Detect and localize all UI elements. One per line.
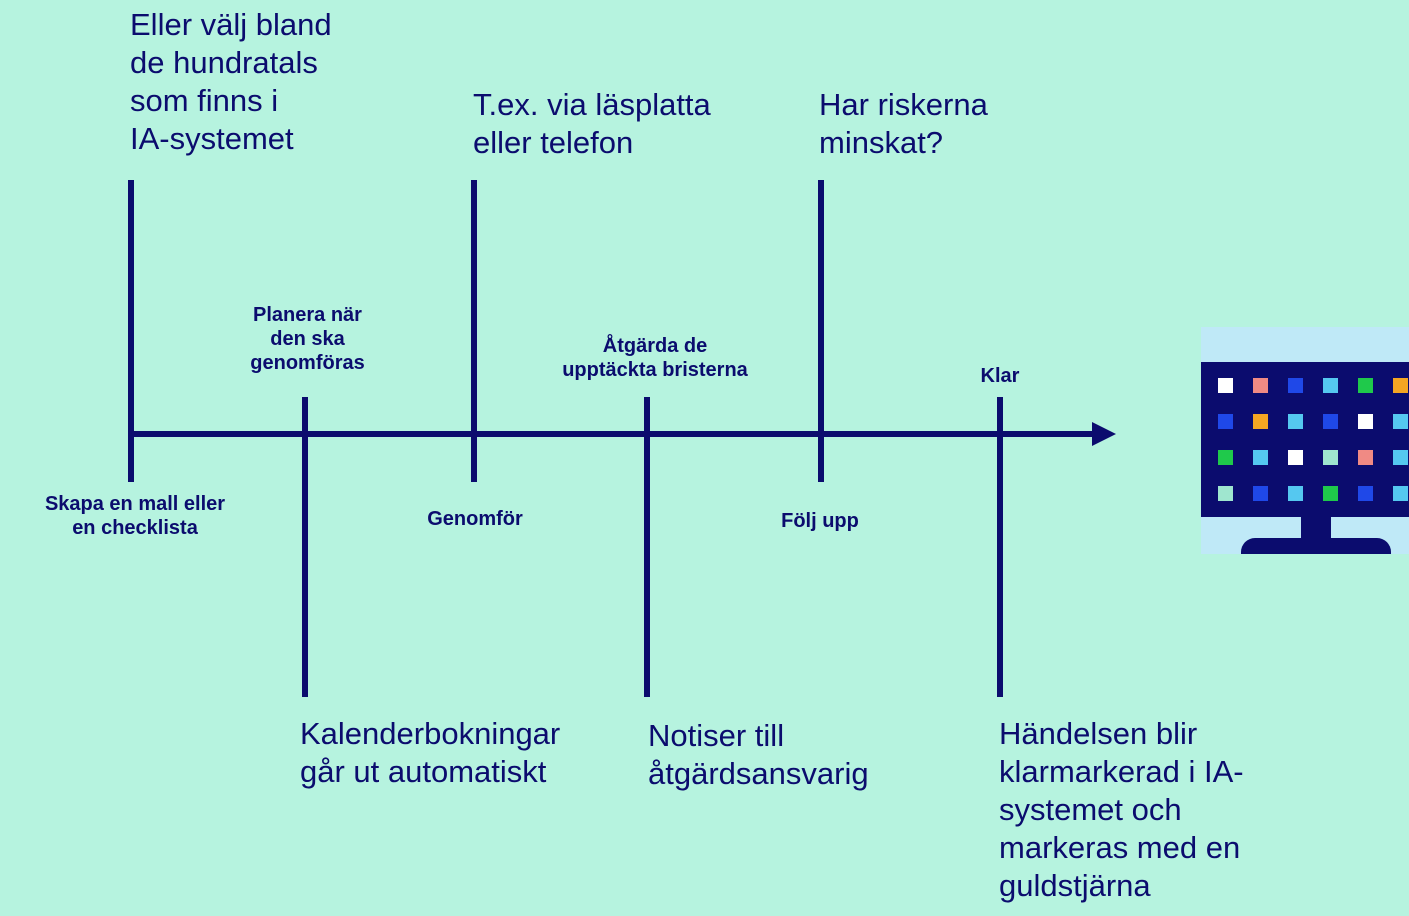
- monitor-tile: [1393, 486, 1408, 501]
- monitor-tile: [1393, 378, 1408, 393]
- monitor-tile: [1253, 486, 1268, 501]
- monitor-tile: [1393, 450, 1408, 465]
- monitor-tile: [1358, 378, 1373, 393]
- step-label-plan: Planera när den ska genomföras: [250, 304, 365, 374]
- monitor-tile: [1218, 414, 1233, 429]
- monitor-tile: [1358, 450, 1373, 465]
- marker-line-done: [997, 397, 1003, 697]
- monitor-tile: [1253, 450, 1268, 465]
- monitor-tile: [1288, 414, 1303, 429]
- monitor-tile: [1253, 378, 1268, 393]
- description-calendar: Kalenderbokningar går ut automatiskt: [300, 716, 561, 789]
- monitor-tile: [1253, 414, 1268, 429]
- computer-monitor-icon: [1201, 327, 1409, 554]
- step-label-followup: Följ upp: [781, 510, 859, 532]
- monitor-tile: [1323, 414, 1338, 429]
- description-notices: Notiser till åtgärdsansvarig: [648, 718, 869, 791]
- monitor-tile: [1288, 486, 1303, 501]
- monitor-tile: [1393, 414, 1408, 429]
- timeline-axis: [130, 431, 1095, 437]
- step-label-fix: Åtgärda de upptäckta bristerna: [562, 335, 748, 381]
- description-done: Händelsen blir klarmarkerad i IA- system…: [999, 716, 1244, 903]
- description-followup: Har riskerna minskat?: [819, 87, 988, 160]
- monitor-tile: [1218, 450, 1233, 465]
- monitor-tile: [1358, 486, 1373, 501]
- monitor-tile: [1288, 450, 1303, 465]
- marker-line-followup: [818, 180, 824, 482]
- monitor-tile: [1218, 486, 1233, 501]
- step-label-create: Skapa en mall eller en checklista: [44, 493, 226, 539]
- monitor-screen: [1201, 362, 1409, 517]
- monitor-tile: [1358, 414, 1373, 429]
- marker-line-perform: [471, 180, 477, 482]
- description-template: Eller välj bland de hundratals som finns…: [130, 7, 332, 156]
- marker-line-create: [128, 180, 134, 482]
- monitor-tile: [1323, 450, 1338, 465]
- step-label-done: Klar: [980, 365, 1020, 387]
- monitor-stand: [1241, 538, 1391, 554]
- step-label-perform: Genomför: [427, 508, 523, 530]
- monitor-tile: [1218, 378, 1233, 393]
- monitor-tile: [1323, 486, 1338, 501]
- monitor-tile: [1323, 378, 1338, 393]
- marker-line-fix: [644, 397, 650, 697]
- monitor-tile: [1288, 378, 1303, 393]
- marker-line-plan: [302, 397, 308, 697]
- monitor-neck: [1301, 517, 1331, 541]
- timeline-arrowhead: [1092, 422, 1116, 446]
- description-perform: T.ex. via läsplatta eller telefon: [473, 87, 711, 160]
